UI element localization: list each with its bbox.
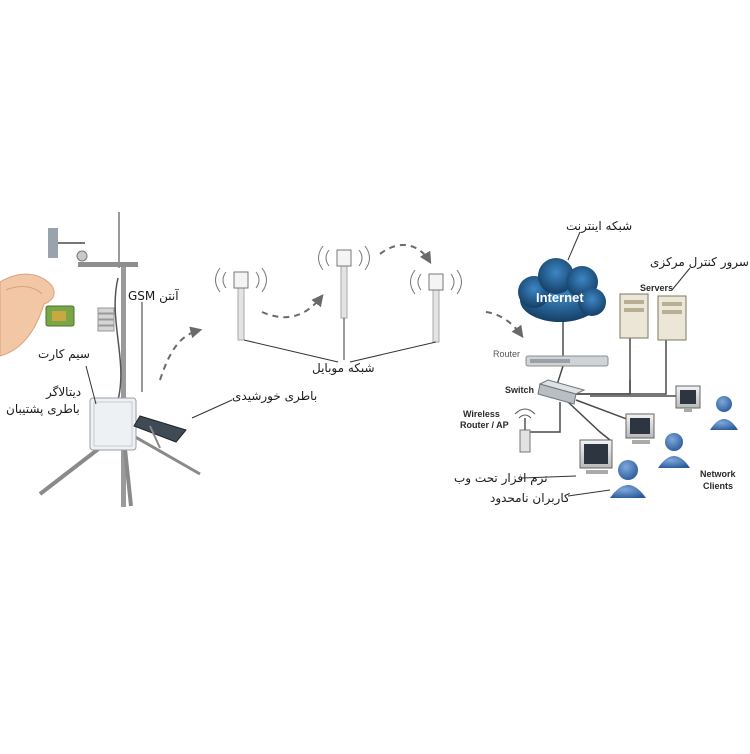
label-clients-line1: Network xyxy=(700,469,736,479)
servers-label-leader xyxy=(671,267,691,291)
tower-link-arrow-1 xyxy=(261,294,324,319)
label-gsm-antenna: آنتن GSM xyxy=(128,289,179,303)
client-computer-1 xyxy=(675,385,701,412)
station-leader-lines xyxy=(85,302,233,419)
label-wireless-line1: Wireless xyxy=(463,409,500,419)
label-wireless-line2: Router / AP xyxy=(460,420,509,430)
station-pole xyxy=(121,262,126,507)
user-icon-2 xyxy=(658,433,690,468)
label-internet-network: شبکه اینترنت xyxy=(566,219,633,233)
web-software-leader xyxy=(521,475,577,479)
switch-icon xyxy=(537,379,586,405)
router-icon xyxy=(525,355,609,367)
radiation-shield-icon xyxy=(97,307,115,332)
label-sim-card: سیم کارت xyxy=(38,347,90,361)
label-clients-line2: Clients xyxy=(703,481,734,491)
client-computer-2 xyxy=(625,413,655,444)
hand-holding-sim-icon xyxy=(0,273,75,357)
anemometer-icon xyxy=(76,250,88,262)
client-computer-3 xyxy=(579,439,613,474)
users-leader xyxy=(567,489,611,497)
mobile-network-leaders xyxy=(243,318,437,363)
tower-link-arrow-2 xyxy=(379,243,432,265)
label-servers: Servers xyxy=(640,283,674,293)
cell-tower-1 xyxy=(215,267,267,341)
user-icon-3 xyxy=(610,460,646,498)
label-mobile-network: شبکه موبایل xyxy=(312,361,375,375)
sensor-crossbar xyxy=(78,262,138,267)
internet-label-leader xyxy=(567,231,581,261)
cell-tower-3 xyxy=(410,269,462,343)
datalogger-box-icon xyxy=(89,397,137,451)
label-unlimited-users: کاربران نامحدود xyxy=(490,491,570,505)
server-icon-1 xyxy=(619,293,649,339)
label-solar-battery: باطری خورشیدی xyxy=(232,389,318,403)
tower-to-internet-arrow xyxy=(485,311,524,338)
solar-panel-icon xyxy=(133,415,187,443)
label-backup-battery: باطری پشتیبان xyxy=(6,402,80,416)
label-datalogger: دیتالاگر xyxy=(46,385,82,399)
label-web-software: نرم افزار تحت وب xyxy=(454,471,548,485)
wireless-router-icon xyxy=(514,408,536,453)
label-router: Router xyxy=(493,349,521,359)
weather-station xyxy=(38,212,201,507)
wind-vane-icon xyxy=(48,228,58,258)
internet-cloud-icon xyxy=(518,258,606,322)
label-switch: Switch xyxy=(505,385,535,395)
label-central-server: سرور کنترل مرکزی xyxy=(650,255,749,269)
cell-tower-2 xyxy=(318,245,370,319)
label-internet: Internet xyxy=(536,290,584,305)
uplink-arrow xyxy=(159,326,203,381)
user-icon-1 xyxy=(710,396,738,430)
server-icon-2 xyxy=(657,295,687,341)
